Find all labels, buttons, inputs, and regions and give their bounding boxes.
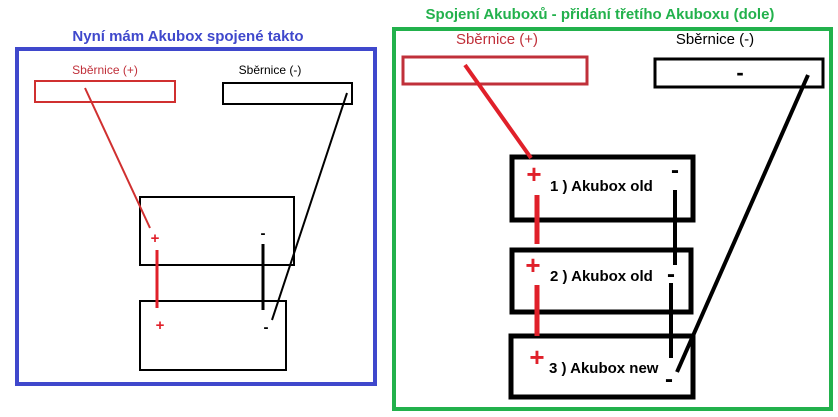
- right-frame: [392, 27, 833, 411]
- left-plus-2: +: [156, 317, 165, 334]
- left-minus-wire: [271, 92, 348, 321]
- akubox-2: [509, 247, 694, 315]
- left-minus-2: -: [264, 319, 269, 336]
- akubox-1: [509, 154, 696, 223]
- left-akubox-1: [139, 196, 295, 266]
- left-bus-plus-label: Sběrnice (+): [72, 63, 138, 77]
- left-plus-wire: [84, 87, 151, 229]
- left-bus-plus: [34, 80, 176, 103]
- right-bus-minus-label: Sběrnice (-): [676, 31, 754, 48]
- left-plus-1: +: [151, 230, 160, 247]
- right-plus-2: +: [525, 250, 540, 280]
- right-title: Spojení Akuboxů - přidání třetího Akubox…: [426, 6, 775, 23]
- right-bus-minus-symbol: -: [736, 60, 743, 85]
- right-bus-plus-label: Sběrnice (+): [456, 31, 538, 48]
- left-akubox-2: [139, 300, 287, 371]
- right-plus-1: +: [526, 159, 541, 189]
- akubox-3-label: 3 ) Akubox new: [549, 360, 659, 377]
- left-minus-1: -: [261, 225, 266, 242]
- left-panel: Nyní mám Akubox spojené takto Sběrnice (…: [15, 28, 377, 386]
- right-bus-plus: [401, 55, 589, 86]
- right-minus-2: -: [667, 261, 675, 288]
- akubox-3: [508, 333, 696, 400]
- right-plus-wire: [463, 63, 533, 160]
- left-bus-minus: [222, 82, 353, 105]
- akubox-2-label: 2 ) Akubox old: [550, 268, 653, 285]
- right-minus-wire: [675, 74, 810, 373]
- left-title: Nyní mám Akubox spojené takto: [72, 28, 303, 45]
- right-bus-minus: [653, 57, 825, 89]
- left-frame: [15, 47, 377, 386]
- left-bus-minus-label: Sběrnice (-): [239, 63, 302, 77]
- right-plus-3: +: [529, 342, 544, 372]
- akubox-1-label: 1 ) Akubox old: [550, 178, 653, 195]
- right-minus-3: -: [665, 366, 673, 393]
- right-panel: Spojení Akuboxů - přidání třetího Akubox…: [392, 6, 833, 411]
- right-minus-1: -: [671, 157, 679, 184]
